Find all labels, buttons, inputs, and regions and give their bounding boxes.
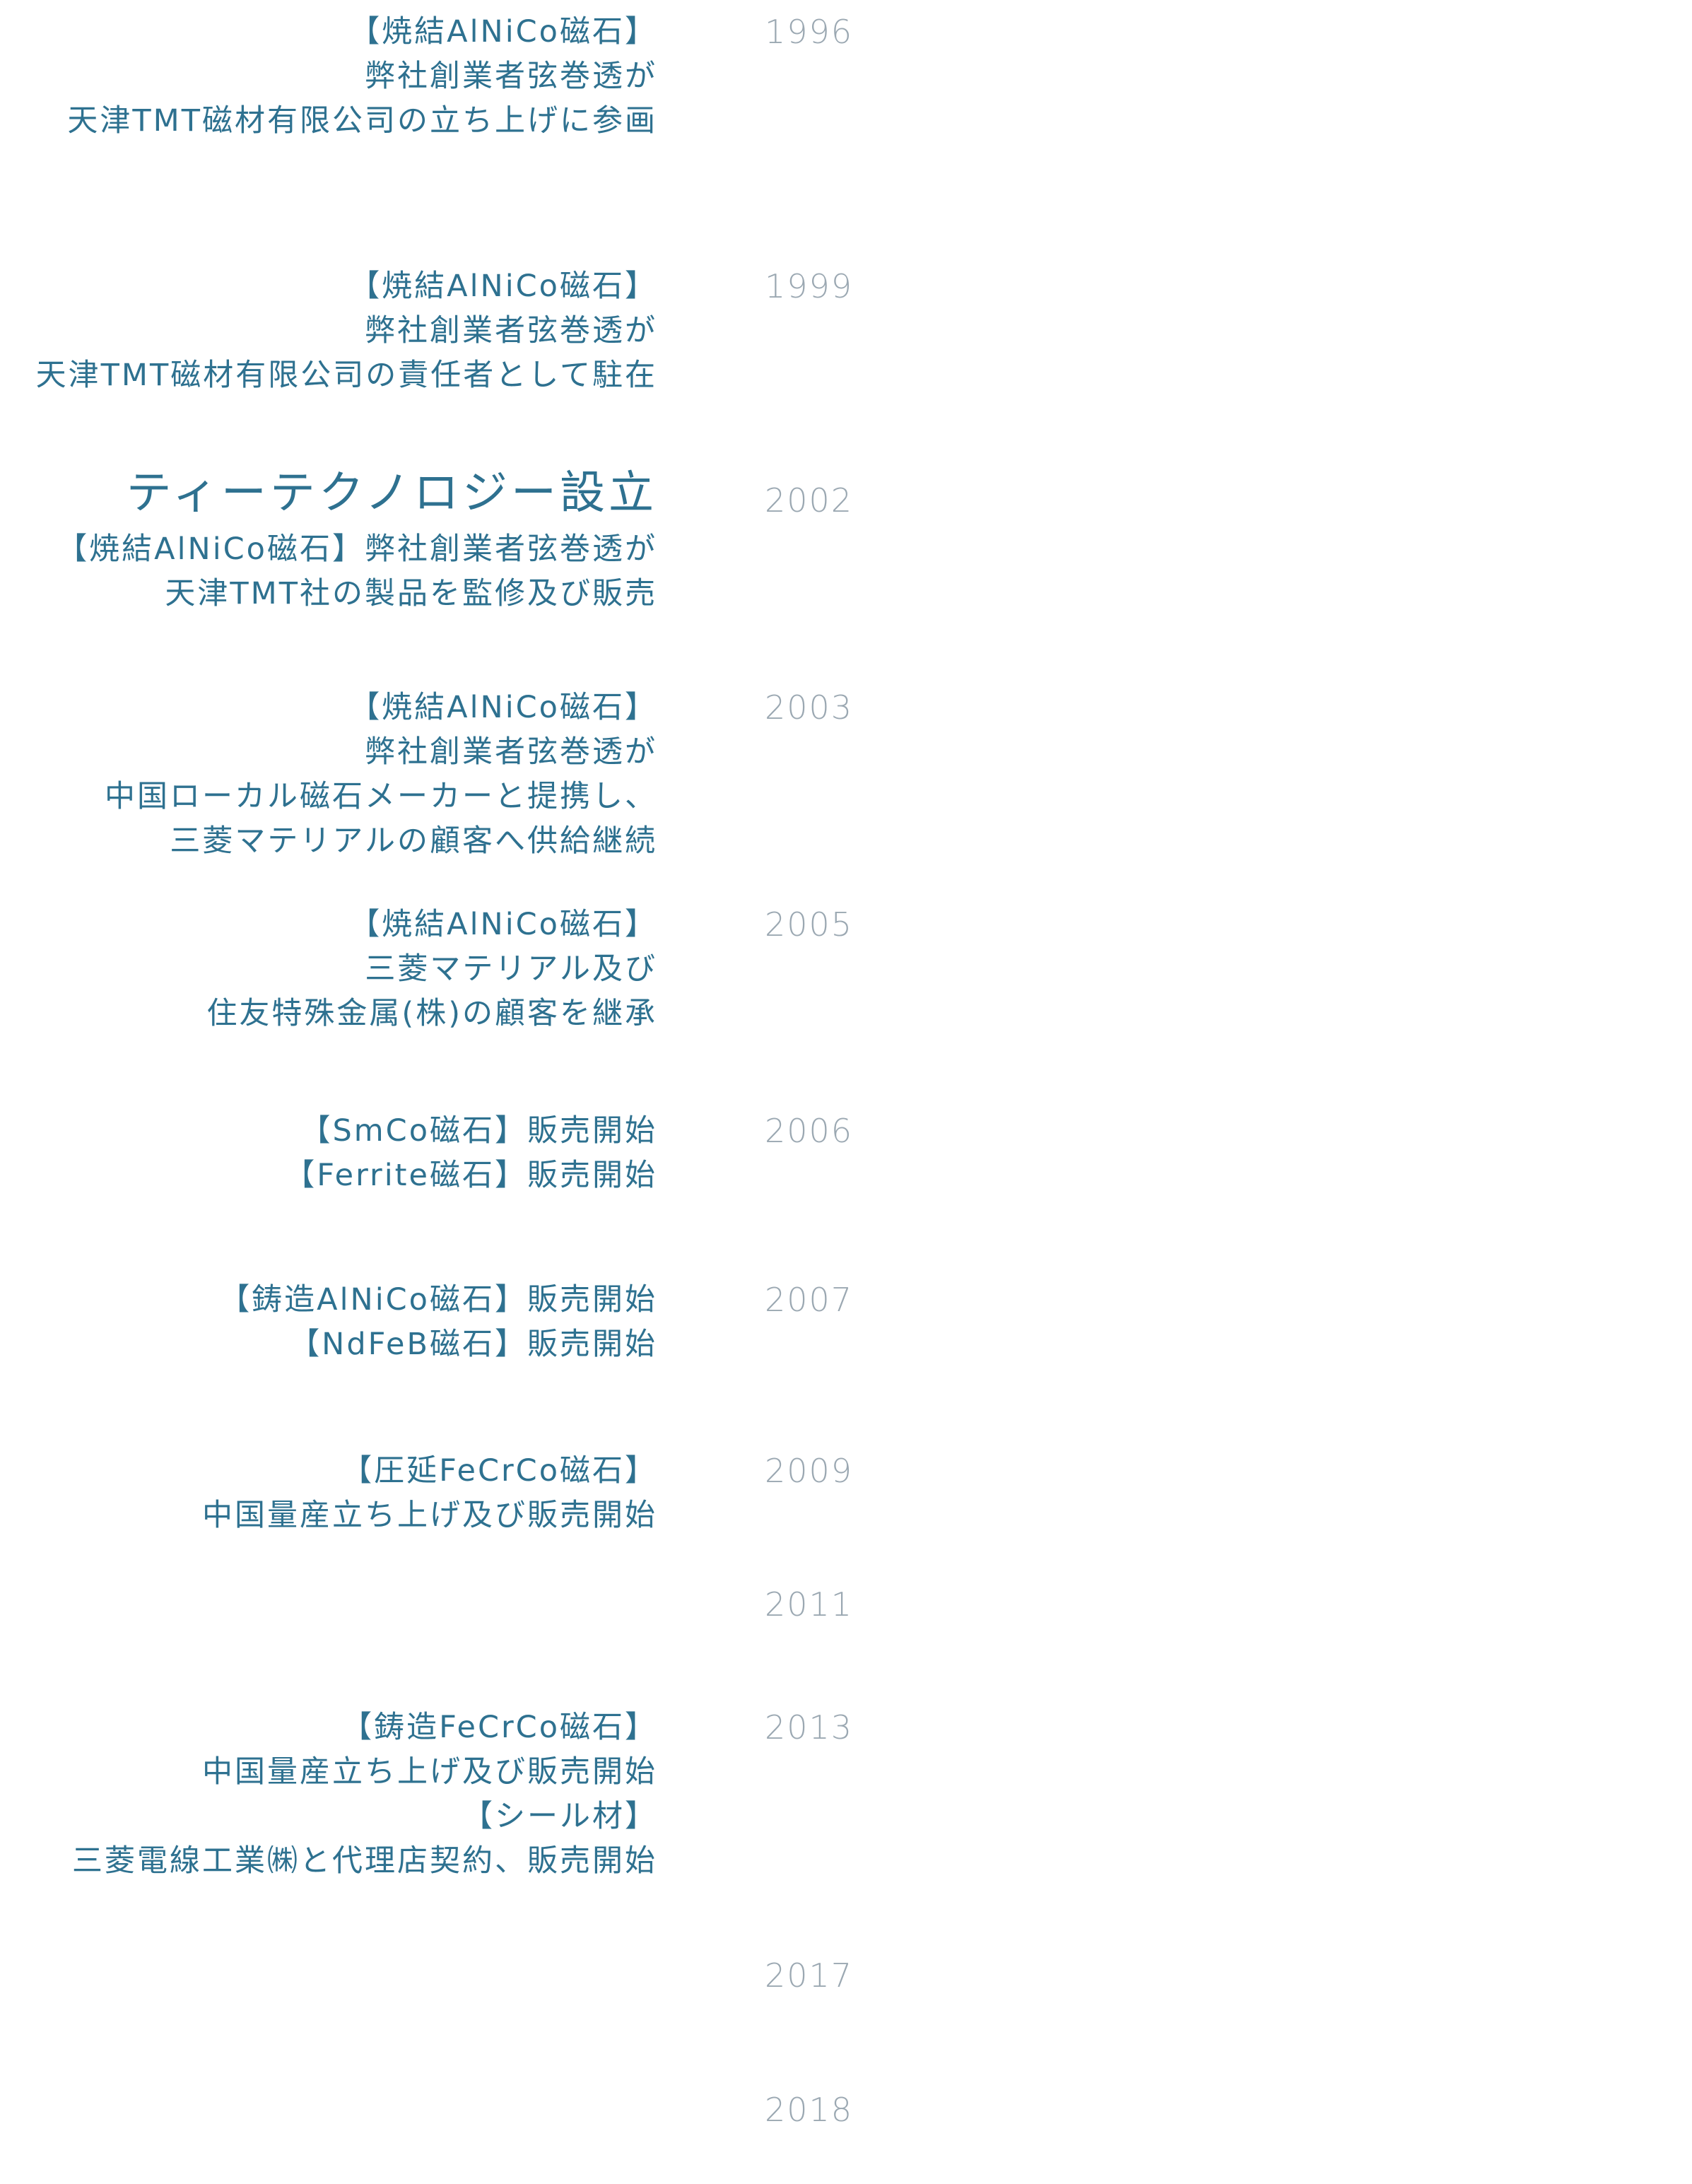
description-line: 【SmCo磁石】販売開始 <box>300 1113 657 1149</box>
year-label: 2005 <box>765 905 854 944</box>
description-line: 【鋳造AlNiCo磁石】販売開始 <box>219 1282 657 1317</box>
entry-description: 【鋳造AlNiCo磁石】販売開始 【NdFeB磁石】販売開始 <box>0 1278 657 1367</box>
description-line: 弊社創業者弦巻透が <box>365 734 657 770</box>
year-label: 2009 <box>765 1452 854 1490</box>
description-line: 中国量産立ち上げ及び販売開始 <box>202 1754 657 1790</box>
description-line: 天津TMT磁材有限公司の責任者として駐在 <box>35 358 657 393</box>
entry-description: 【SmCo磁石】販売開始 【Ferrite磁石】販売開始 <box>0 1109 657 1198</box>
description-line: 【鋳造FeCrCo磁石】 <box>341 1710 657 1745</box>
description-line: 【焼結AlNiCo磁石】 <box>349 690 657 725</box>
description-line: 【シール材】 <box>462 1799 657 1834</box>
description-line: 【圧延FeCrCo磁石】 <box>341 1453 657 1489</box>
description-line: 弊社創業者弦巻透が <box>365 59 657 94</box>
description-line: 【焼結AlNiCo磁石】 <box>349 907 657 942</box>
entry-description: ティーテクノロジー設立 【焼結AlNiCo磁石】弊社創業者弦巻透が 天津TMT社… <box>0 464 657 616</box>
description-line: 【NdFeB磁石】販売開始 <box>289 1327 657 1362</box>
description-line: 【焼結AlNiCo磁石】弊社創業者弦巻透が <box>57 532 657 567</box>
description-line: 弊社創業者弦巻透が <box>365 313 657 348</box>
description-line: 【焼結AlNiCo磁石】 <box>349 14 657 49</box>
description-line: 天津TMT磁材有限公司の立ち上げに参画 <box>67 103 657 139</box>
year-label: 2013 <box>765 1708 854 1746</box>
year-label: 2003 <box>765 688 854 727</box>
year-label: 2018 <box>765 2091 854 2129</box>
year-label: 2007 <box>765 1281 854 1319</box>
year-label: 2006 <box>765 1112 854 1150</box>
description-line: 住友特殊金属(株)の顧客を継承 <box>206 996 657 1031</box>
entry-description: 【鋳造FeCrCo磁石】 中国量産立ち上げ及び販売開始 【シール材】 三菱電線工… <box>0 1705 657 1884</box>
entry-description: 【圧延FeCrCo磁石】 中国量産立ち上げ及び販売開始 <box>0 1449 657 1538</box>
year-label: 2002 <box>765 481 854 519</box>
description-line: 三菱電線工業㈱と代理店契約、販売開始 <box>72 1843 657 1879</box>
entry-description: 【焼結AlNiCo磁石】 弊社創業者弦巻透が 天津TMT磁材有限公司の立ち上げに… <box>0 10 657 143</box>
entry-description: 【焼結AlNiCo磁石】 弊社創業者弦巻透が 天津TMT磁材有限公司の責任者とし… <box>0 264 657 398</box>
year-label: 1999 <box>765 267 854 305</box>
entry-description: 【焼結AlNiCo磁石】 三菱マテリアル及び 住友特殊金属(株)の顧客を継承 <box>0 903 657 1036</box>
description-line: 中国量産立ち上げ及び販売開始 <box>202 1498 657 1533</box>
year-label: 2017 <box>765 1956 854 1995</box>
description-line: 中国ローカル磁石メーカーと提携し、 <box>105 779 657 814</box>
description-line: 【焼結AlNiCo磁石】 <box>349 269 657 304</box>
year-label: 1996 <box>765 13 854 51</box>
description-line: 三菱マテリアルの顧客へ供給継続 <box>170 823 657 859</box>
description-line: 【Ferrite磁石】販売開始 <box>284 1158 657 1193</box>
description-line: 三菱マテリアル及び <box>365 951 657 987</box>
company-founding-headline: ティーテクノロジー設立 <box>126 467 657 519</box>
description-line: 天津TMT社の製品を監修及び販売 <box>165 576 657 611</box>
entry-description: 【焼結AlNiCo磁石】 弊社創業者弦巻透が 中国ローカル磁石メーカーと提携し、… <box>0 686 657 864</box>
year-label: 2011 <box>765 1585 854 1624</box>
